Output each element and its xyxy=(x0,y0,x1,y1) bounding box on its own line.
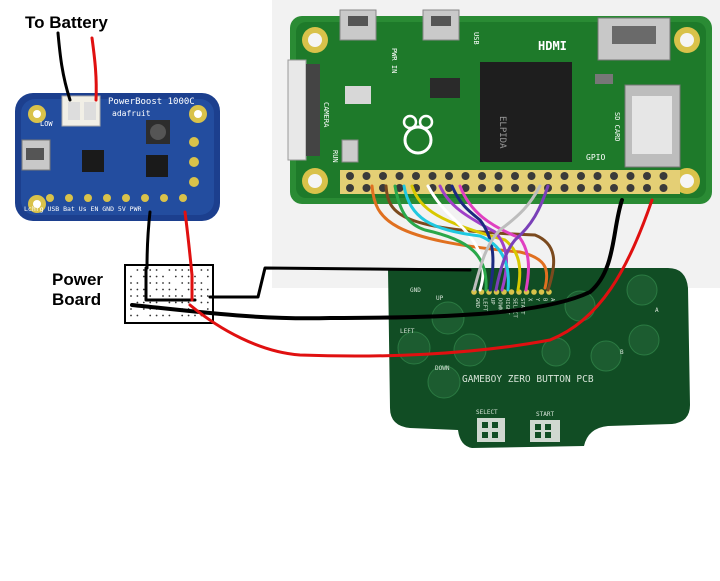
pcb-pin-label-up: UP xyxy=(489,298,495,305)
raspberry-pi-zero-board: HDMI PWR IN USB CAMERA ELPIDA SD CARD GP… xyxy=(272,0,720,288)
gnd-to-button-pcb-wire xyxy=(208,266,472,299)
power-board-label-line2: Board xyxy=(52,290,102,309)
ground-to-pi-wire xyxy=(130,198,624,321)
pcb-pin-label-start: START xyxy=(519,298,525,315)
pcb-pin-label-b: B xyxy=(542,298,548,302)
powerboost-gnd-wire xyxy=(145,210,152,270)
pwr-in-label: PWR IN xyxy=(390,48,398,73)
soc-label: ELPIDA xyxy=(497,116,507,149)
violet2-jumper-wire xyxy=(494,184,550,292)
battery-red-wire xyxy=(90,36,98,102)
pcb-pin-label-x: X xyxy=(527,298,533,302)
orange-jumper-wire xyxy=(370,184,549,290)
power-board-gnd-trace xyxy=(144,266,197,302)
button-pcb-title: GAMEBOY ZERO BUTTON PCB xyxy=(462,374,594,385)
pcb-pin-label-y: Y xyxy=(534,298,540,302)
left-label: LEFT xyxy=(400,328,415,335)
cyan-jumper-wire xyxy=(402,184,510,292)
violet-jumper-wire xyxy=(438,184,508,292)
pcb-pin-label-gnd: GND xyxy=(474,298,480,308)
gpio-label: GPIO xyxy=(586,153,605,162)
powerboost-low-label: LOW xyxy=(40,120,53,128)
usb-label: USB xyxy=(472,32,480,45)
a-label: A xyxy=(655,307,659,314)
grey-jumper-wire xyxy=(472,184,542,292)
powerboost-1000c-board: PowerBoost 1000C adafruit LOW Lchrg USB … xyxy=(15,93,220,221)
pcb-pin-label-down: DOWN xyxy=(497,298,503,311)
wires xyxy=(56,31,654,358)
start-label: START xyxy=(536,411,554,418)
powerboost-name: PowerBoost 1000C xyxy=(108,97,195,107)
b-label: B xyxy=(620,349,624,356)
to-battery-label: To Battery xyxy=(25,13,108,32)
5v-to-pi-wire xyxy=(188,198,654,358)
pcb-pin-label-left: LEFT xyxy=(482,298,488,312)
navy-jumper-wire xyxy=(450,184,495,292)
up-label: UP xyxy=(436,295,444,302)
pcb-pin-label-select: SELECT xyxy=(512,298,518,319)
powerboost-pin-header xyxy=(46,194,187,202)
powerboost-5v-wire xyxy=(183,210,194,277)
yellow-jumper-wire xyxy=(410,184,522,292)
button-pcb: GAMEBOY ZERO BUTTON PCB GND UP LEFT DOWN… xyxy=(388,268,690,448)
pcb-pin-label-right: RIGHT xyxy=(504,298,510,315)
pcb-pin-label-a: A xyxy=(549,298,555,302)
power-board-label-line1: Power xyxy=(52,270,104,289)
green-jumper-wire xyxy=(393,184,488,292)
down-label: DOWN xyxy=(435,365,450,372)
sd-card-label: SD CARD xyxy=(613,112,621,142)
hdmi-label: HDMI xyxy=(538,39,567,53)
powerboost-pin-labels: Lchrg USB Bat Us EN GND 5V PWR xyxy=(24,205,141,213)
magenta-jumper-wire xyxy=(458,184,530,292)
run-label: RUN xyxy=(331,150,339,163)
camera-label: CAMERA xyxy=(322,102,330,128)
battery-black-wire xyxy=(56,31,72,102)
gpio-header xyxy=(346,172,668,192)
powerboost-maker: adafruit xyxy=(112,109,151,118)
select-label: SELECT xyxy=(476,409,498,416)
gnd-label: GND xyxy=(410,287,421,294)
